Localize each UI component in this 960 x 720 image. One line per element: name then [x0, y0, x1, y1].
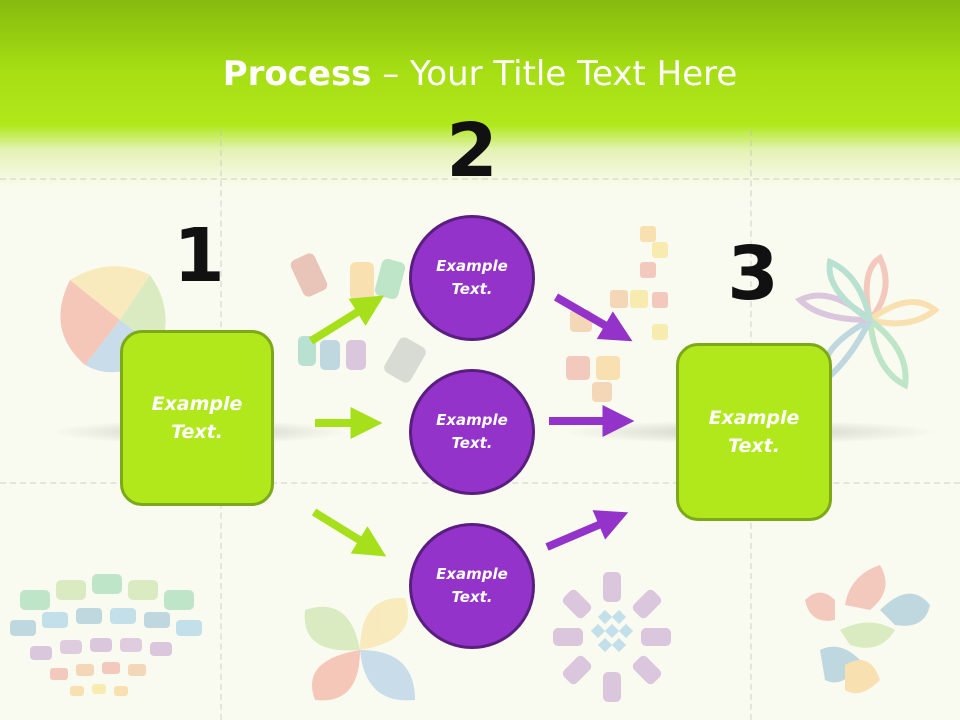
- purple-arrow-down: [553, 293, 633, 342]
- step-number-3: 3: [727, 231, 779, 317]
- header-banner: [0, 0, 960, 200]
- green-arrow-down: [311, 508, 387, 557]
- grid-line: [0, 178, 960, 180]
- purple-arrow-up: [545, 510, 629, 551]
- step-2-circle-top: Example Text.: [409, 215, 535, 341]
- step-2-text-top: Example Text.: [436, 257, 508, 298]
- step-number-2: 2: [446, 108, 498, 194]
- step-1-text: Example Text.: [151, 393, 243, 443]
- step-2-circle-middle: Example Text.: [409, 369, 535, 495]
- step-3-text: Example Text.: [708, 407, 800, 457]
- step-number-1: 1: [173, 213, 225, 299]
- title-rest: – Your Title Text Here: [371, 54, 738, 94]
- page-title: Process – Your Title Text Here: [0, 52, 960, 96]
- step-2-text-bottom: Example Text.: [436, 565, 508, 606]
- step-2-circle-bottom: Example Text.: [409, 523, 535, 649]
- step-3-box: Example Text.: [676, 343, 832, 521]
- step-2-text-middle: Example Text.: [436, 411, 508, 452]
- step-1-box: Example Text.: [120, 330, 274, 506]
- green-arrow-up: [308, 295, 385, 345]
- title-bold: Process: [222, 54, 372, 94]
